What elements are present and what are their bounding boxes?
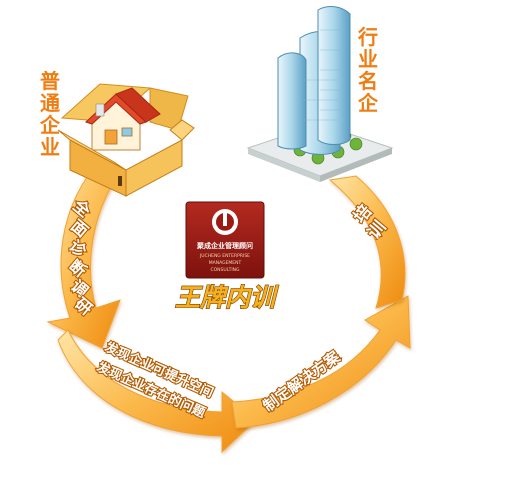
- logo-name-en-2: MANAGEMENT: [209, 260, 242, 266]
- svg-text:业: 业: [40, 135, 60, 159]
- right-org-label: 行 业 名 企: [357, 25, 379, 115]
- right-arc-arrow: [328, 175, 406, 309]
- left-org-label: 普 通 企 业: [39, 69, 61, 159]
- svg-text:通: 通: [40, 91, 60, 115]
- svg-text:企: 企: [357, 91, 379, 115]
- svg-text:业: 业: [358, 47, 378, 71]
- office-buildings-illustration: [246, 6, 394, 182]
- logo-name-en-3: CONSULTING: [210, 267, 240, 273]
- left-arc-arrow: [46, 169, 121, 349]
- house-in-box-illustration: [57, 83, 195, 197]
- svg-text:名: 名: [358, 69, 378, 93]
- logo-name-en-1: JUCHENG ENTERPRISE: [199, 253, 250, 259]
- svg-text:普: 普: [40, 69, 60, 93]
- svg-text:企: 企: [39, 113, 61, 137]
- company-logo: 聚成企业管理顾问 JUCHENG ENTERPRISE MANAGEMENT C…: [185, 201, 265, 279]
- svg-text:行: 行: [357, 25, 378, 49]
- bottom-arrow: [57, 329, 257, 454]
- logo-name-cn: 聚成企业管理顾问: [196, 241, 253, 250]
- brand-wordmark: 王牌内训: [174, 282, 279, 312]
- svg-text:王牌内训: 王牌内训: [175, 283, 279, 312]
- bottom-right-arrow: [231, 295, 411, 429]
